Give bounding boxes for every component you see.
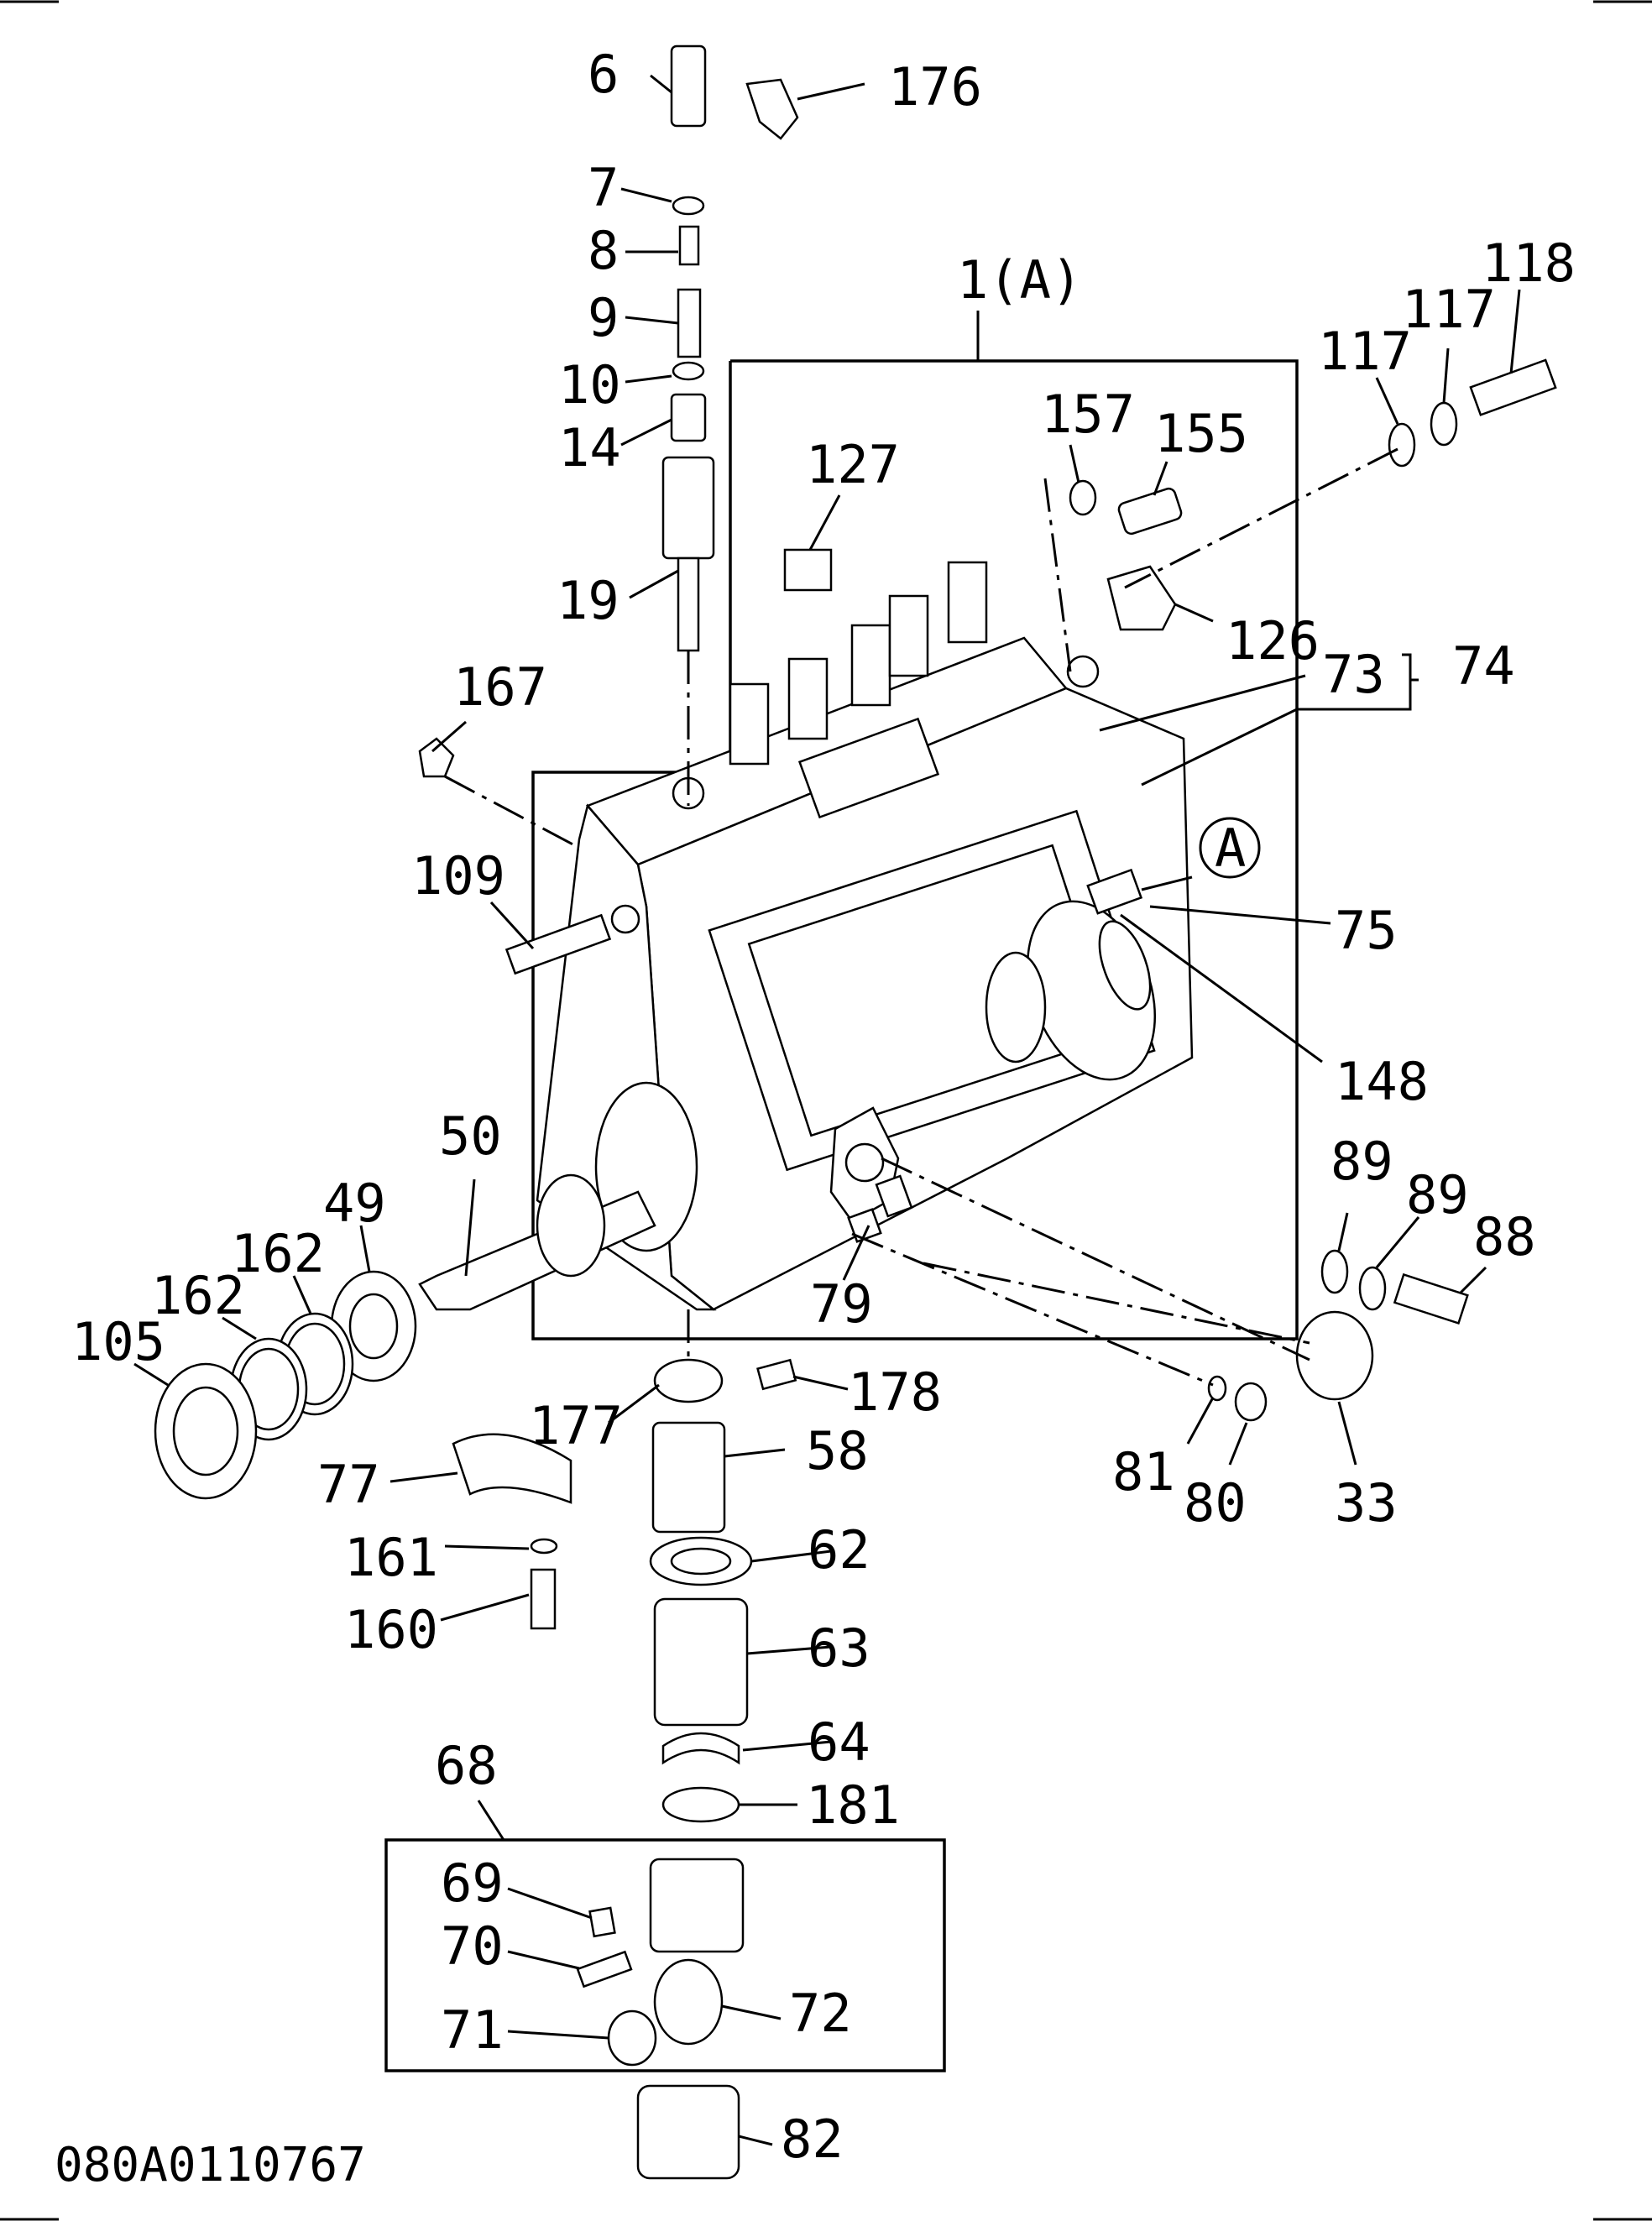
leader-lines: [133, 74, 1521, 2146]
callout-80: 80: [1184, 1472, 1247, 1534]
callout-8: 8: [588, 220, 619, 281]
group-box-68: [384, 1800, 946, 2072]
callout-68: 68: [435, 1735, 498, 1796]
callout-157: 157: [1041, 384, 1135, 445]
callout-117b: 117: [1402, 279, 1496, 340]
lower-stack-parts: [530, 1358, 797, 2180]
callout-155: 155: [1154, 403, 1248, 464]
callout-177: 177: [529, 1395, 623, 1456]
callout-14: 14: [558, 417, 621, 478]
callout-117a: 117: [1318, 321, 1412, 382]
callout-81: 81: [1112, 1441, 1175, 1502]
callout-148: 148: [1335, 1051, 1429, 1112]
callout-162b: 162: [151, 1265, 245, 1326]
callout-181: 181: [806, 1774, 900, 1836]
callout-88: 88: [1473, 1206, 1536, 1267]
callout-70: 70: [441, 1915, 504, 1977]
callout-161: 161: [344, 1527, 438, 1588]
callout-9: 9: [588, 287, 619, 348]
reference-circle-a: [1199, 817, 1261, 879]
callout-71: 71: [441, 1999, 504, 2061]
callout-126: 126: [1226, 610, 1320, 672]
callout-labels: 6 176 7 8 9 10 14 19 127 1(A) 157 155 11…: [71, 44, 1576, 2170]
callout-72: 72: [789, 1983, 852, 2044]
callout-167: 167: [453, 656, 547, 718]
callout-64: 64: [808, 1711, 870, 1773]
callout-127: 127: [806, 434, 900, 495]
callout-89a: 89: [1330, 1131, 1393, 1192]
callout-33: 33: [1335, 1472, 1398, 1534]
callout-49: 49: [323, 1173, 386, 1234]
callout-63: 63: [808, 1617, 870, 1679]
callout-105: 105: [71, 1311, 165, 1372]
callout-a: A: [1215, 818, 1246, 879]
document-id: 080A0110767: [55, 2138, 366, 2192]
callout-7: 7: [588, 157, 619, 218]
callout-62: 62: [808, 1519, 870, 1581]
callout-77: 77: [317, 1454, 380, 1515]
callout-75: 75: [1335, 900, 1398, 961]
upper-stack-parts: [418, 44, 799, 975]
callout-69: 69: [441, 1853, 504, 1914]
callout-162a: 162: [231, 1223, 325, 1284]
callout-50: 50: [439, 1105, 502, 1167]
callout-73: 73: [1322, 644, 1385, 705]
callout-74: 74: [1452, 635, 1515, 697]
center-lines: [444, 447, 1398, 1387]
callout-1a: 1(A): [957, 249, 1082, 311]
callout-160: 160: [344, 1599, 438, 1660]
callout-6: 6: [588, 44, 619, 105]
callout-178: 178: [848, 1361, 942, 1423]
callout-79: 79: [810, 1273, 873, 1335]
callout-109: 109: [411, 845, 505, 907]
callout-58: 58: [806, 1420, 869, 1482]
callout-89b: 89: [1406, 1164, 1469, 1225]
callout-118: 118: [1482, 233, 1576, 294]
callout-19: 19: [557, 570, 620, 631]
callout-176: 176: [888, 56, 982, 118]
right-fittings: [847, 358, 1557, 1422]
delivery-valve-holders: [729, 548, 988, 766]
callout-10: 10: [558, 354, 621, 415]
callout-82: 82: [781, 2109, 844, 2170]
drive-shaft-parts: [154, 1173, 656, 1504]
